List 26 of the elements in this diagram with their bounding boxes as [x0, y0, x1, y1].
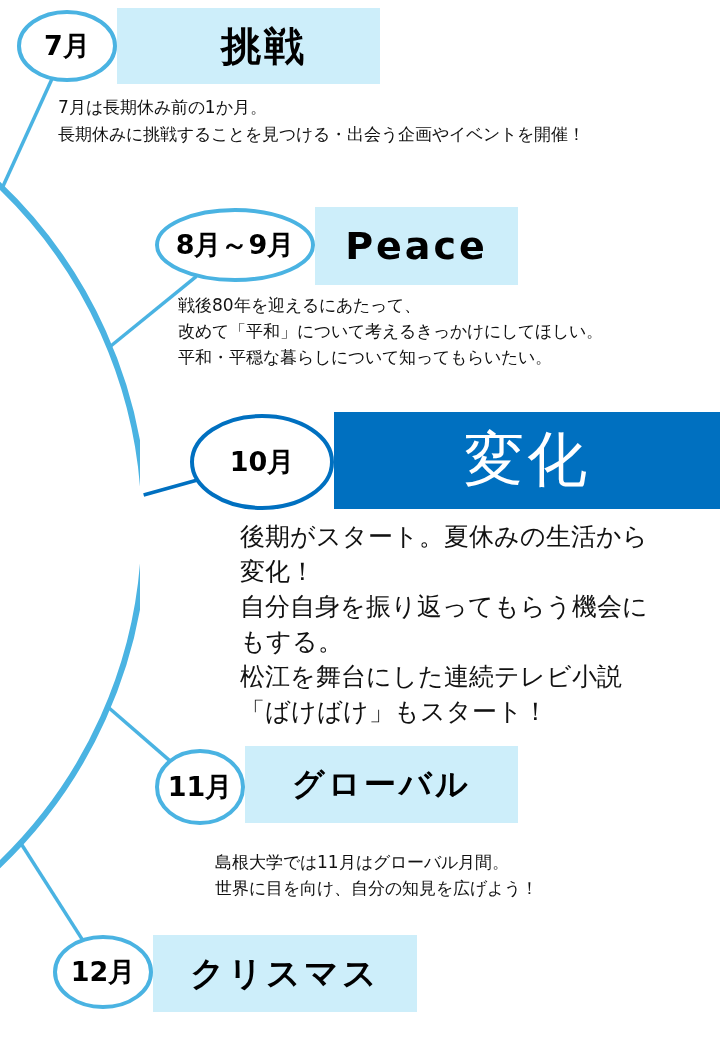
- heading-band: Peace: [315, 207, 518, 285]
- month-ellipse: 11月: [155, 749, 245, 825]
- description-text: 長期休みに挑戦することを見つける・出会う企画やイベントを開催！: [58, 123, 586, 146]
- description-text: 改めて「平和」について考えるきっかけにしてほしい。: [178, 320, 604, 343]
- description-text: 島根大学では11月はグローバル月間。: [215, 851, 510, 874]
- heading-band: グローバル: [245, 746, 518, 823]
- heading-band: 変化: [334, 412, 720, 509]
- month-ellipse: 7月: [17, 10, 117, 82]
- description-text: 戦後80年を迎えるにあたって、: [178, 294, 422, 317]
- connector-line: [19, 842, 84, 941]
- description-text: 世界に目を向け、自分の知見を広げよう！: [215, 877, 539, 900]
- connector-line: [0, 78, 54, 189]
- arc-line: [0, 180, 140, 870]
- month-ellipse: 10月: [190, 414, 334, 510]
- description-text: 7月は長期休み前の1か月。: [58, 96, 268, 119]
- connector-line: [108, 275, 198, 349]
- month-ellipse: 12月: [53, 935, 153, 1009]
- connector-line: [143, 478, 198, 497]
- description-text: 後期がスタート。夏休みの生活から変化！: [240, 521, 649, 588]
- heading-band: クリスマス: [153, 935, 417, 1012]
- description-text: 平和・平穏な暮らしについて知ってもらいたい。: [178, 346, 553, 369]
- description-text: 松江を舞台にした連続テレビ小説「ばけばけ」もスタート！: [240, 661, 623, 728]
- description-text: 自分自身を振り返ってもらう機会にもする。: [240, 591, 649, 658]
- heading-band: 挑戦: [117, 8, 380, 84]
- connector-line: [106, 705, 171, 762]
- month-ellipse: 8月～9月: [155, 208, 315, 282]
